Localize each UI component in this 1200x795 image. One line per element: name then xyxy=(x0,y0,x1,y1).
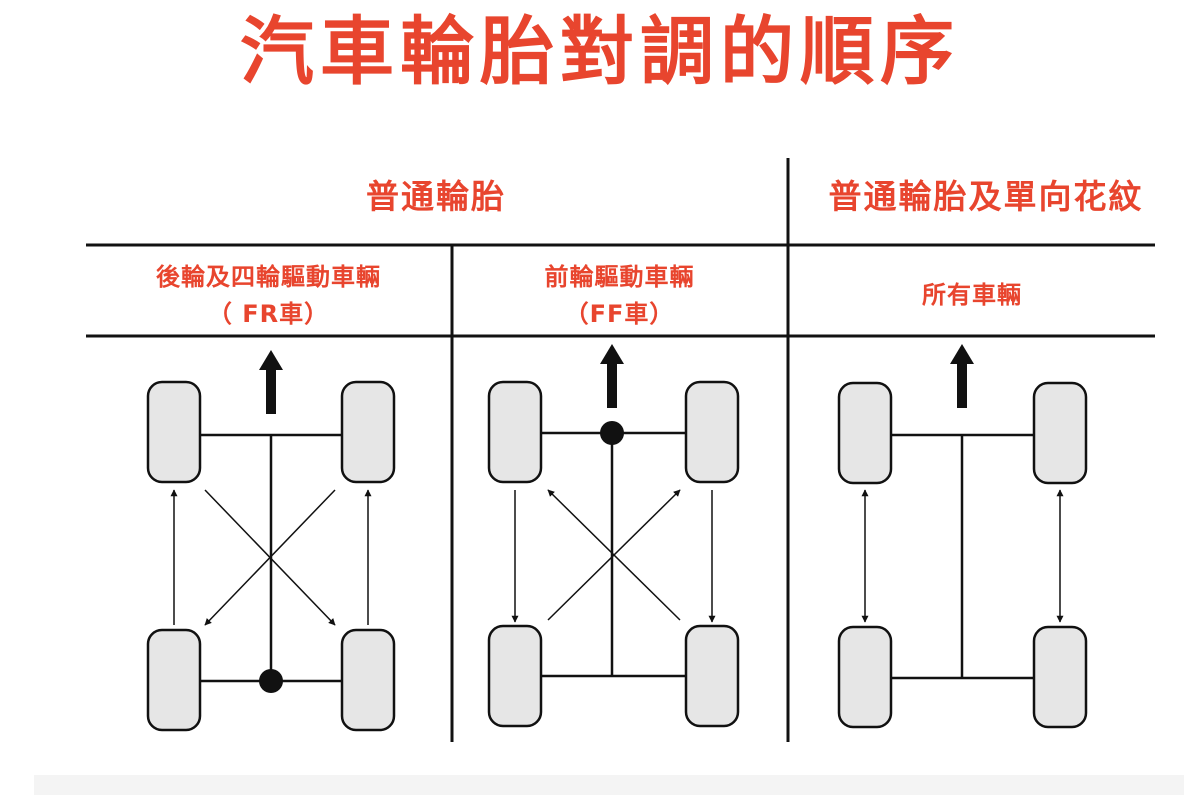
tire-front-right xyxy=(684,380,740,484)
diagram-fr xyxy=(146,350,396,732)
column-fr-label-line1: 後輪及四輪驅動車輛 xyxy=(156,263,381,291)
forward-arrow-icon xyxy=(950,344,974,408)
tire-front-left xyxy=(146,380,202,484)
tire-front-right xyxy=(1032,381,1088,485)
diagram-ff xyxy=(487,344,740,728)
column-ff-label-line2: （FF車） xyxy=(564,300,675,328)
tire-front-left xyxy=(487,380,543,484)
tire-rear-left xyxy=(837,625,893,729)
column-ff-label-line1: 前輪驅動車輛 xyxy=(544,263,695,291)
column-fr-label-line2: （ FR車） xyxy=(207,300,330,328)
tire-rear-right xyxy=(340,628,396,732)
section-regular-tires: 普通輪胎 xyxy=(366,177,506,216)
tire-front-left xyxy=(837,381,893,485)
drive-axle-dot xyxy=(600,421,624,445)
drive-axle-dot xyxy=(259,669,283,693)
table-grid xyxy=(86,158,1155,742)
rotation-arrow xyxy=(547,489,681,621)
tire-rear-right xyxy=(684,624,740,728)
tire-rear-right xyxy=(1032,625,1088,729)
rotation-arrow xyxy=(204,489,336,626)
forward-arrow-icon xyxy=(600,344,624,408)
tire-rear-left xyxy=(146,628,202,732)
section-directional-tires: 普通輪胎及單向花紋 xyxy=(828,177,1144,216)
column-all-vehicles-label: 所有車輛 xyxy=(922,281,1022,309)
tire-rear-left xyxy=(487,624,543,728)
bottom-strip xyxy=(34,775,1184,795)
diagram-directional xyxy=(837,344,1088,729)
page-title: 汽車輪胎對調的順序 xyxy=(240,9,960,95)
forward-arrow-icon xyxy=(259,350,283,414)
tire-front-right xyxy=(340,380,396,484)
